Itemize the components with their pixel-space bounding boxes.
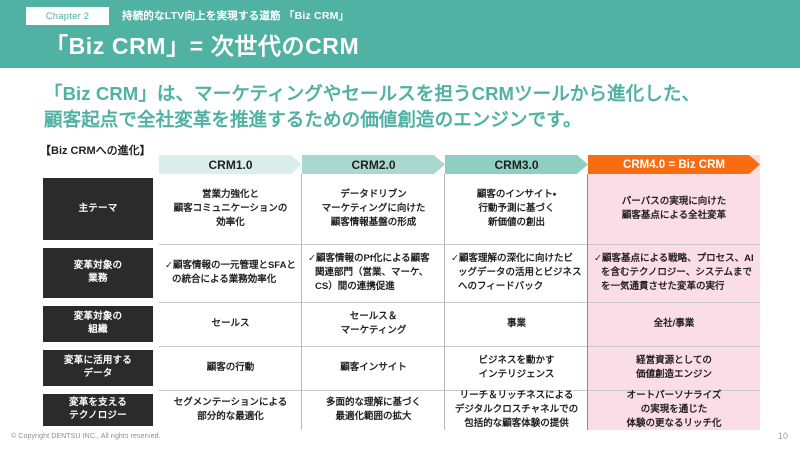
matrix-cell-text: セールス＆マーケティング <box>340 311 407 336</box>
column-header-crm1.0: CRM1.0 <box>159 155 302 174</box>
lead-line-2: 顧客起点で全社変革を推進するための価値創造のエンジンです。 <box>44 109 582 131</box>
column-divider <box>301 174 302 430</box>
chapter-chip: Chapter 2 <box>26 7 109 25</box>
matrix-cell: 多面的な理解に基づく最適化範囲の拡大 <box>302 390 445 430</box>
row-label: 変革に活用するデータ <box>43 350 153 386</box>
matrix-cell-text: ✓顧客情報の一元管理とSFAとの統合による業務効率化 <box>165 260 296 285</box>
matrix-cell: リーチ＆リッチネスによるデジタルクロスチャネルでの包括的な顧客体験の提供 <box>445 390 588 430</box>
page-title: 「Biz CRM」= 次世代のCRM <box>45 33 360 59</box>
row-label: 変革を支えるテクノロジー <box>43 394 153 426</box>
matrix-cell-text: 全社/事業 <box>653 318 695 330</box>
row-label-text: 主テーマ <box>78 202 118 214</box>
matrix-cell-text: オートパーソナライズの実現を通じた体験の更なるリッチ化 <box>626 390 722 429</box>
matrix-cell-text: ✓顧客基点による戦略、プロセス、AIを含むテクノロジー、システムまでを一気通貫さ… <box>594 253 754 292</box>
matrix-cell: 顧客インサイト <box>302 346 445 390</box>
matrix-cell-text: 事業 <box>506 318 526 330</box>
matrix-cell: 全社/事業 <box>588 302 760 346</box>
matrix-cell-text: 経営資源としての価値創造エンジン <box>635 355 712 380</box>
section-caption: 【Biz CRMへの進化】 <box>40 145 151 157</box>
matrix-cell-text: リーチ＆リッチネスによるデジタルクロスチャネルでの包括的な顧客体験の提供 <box>454 390 579 429</box>
matrix-cell-text: パーパスの実現に向けた顧客基点による全社変革 <box>621 196 727 221</box>
matrix-cell: データドリブンマーケティングに向けた顧客情報基盤の形成 <box>302 174 445 244</box>
matrix-cell: セールス＆マーケティング <box>302 302 445 346</box>
matrix-cell-text: ✓顧客理解の深化に向けたビッグデータの活用とビジネスへのフィードバック <box>451 253 582 292</box>
column-divider <box>444 174 445 430</box>
matrix-cell-text: セグメンテーションによる部分的な最適化 <box>173 397 288 422</box>
matrix-cell: 顧客のインサイト・行動予測に基づく新価値の創出 <box>445 174 588 244</box>
row-divider <box>159 346 760 347</box>
matrix-cell-text: 顧客インサイト <box>340 362 407 374</box>
matrix-cell-text: データドリブンマーケティングに向けた顧客情報基盤の形成 <box>321 189 426 228</box>
matrix-cell: 顧客の行動 <box>159 346 302 390</box>
row-divider <box>159 390 760 391</box>
column-header-crm3.0: CRM3.0 <box>445 155 588 174</box>
row-label-text: 変革対象の組織 <box>73 311 123 335</box>
header-band: Chapter 2 持続的なLTV向上を実現する道筋 「Biz CRM」 「Bi… <box>0 0 800 68</box>
matrix-cell: ✓顧客基点による戦略、プロセス、AIを含むテクノロジー、システムまでを一気通貫さ… <box>588 244 760 302</box>
lead-copy: 「Biz CRM」は、マーケティングやセールスを担うCRMツールから進化した、 … <box>44 81 774 134</box>
row-divider <box>159 244 760 245</box>
column-header-crm4.0-biz-crm: CRM4.0 = Biz CRM <box>588 155 760 174</box>
matrix-cell: 営業力強化と顧客コミュニケーションの効率化 <box>159 174 302 244</box>
copyright-text: © Copyright DENTSU INC., All rights rese… <box>11 433 161 440</box>
lead-line-1: 「Biz CRM」は、マーケティングやセールスを担うCRMツールから進化した、 <box>44 83 701 104</box>
matrix-cell: パーパスの実現に向けた顧客基点による全社変革 <box>588 174 760 244</box>
column-header-crm2.0: CRM2.0 <box>302 155 445 174</box>
matrix-cell-text: 営業力強化と顧客コミュニケーションの効率化 <box>173 189 288 228</box>
matrix-cell: ✓顧客情報の一元管理とSFAとの統合による業務効率化 <box>159 244 302 302</box>
column-divider <box>587 174 588 430</box>
matrix-cell: セールス <box>159 302 302 346</box>
matrix-cell: 事業 <box>445 302 588 346</box>
matrix-cell-text: 顧客の行動 <box>206 362 255 374</box>
matrix-cell-text: ビジネスを動かすインテリジェンス <box>478 355 555 380</box>
row-label: 主テーマ <box>43 178 153 240</box>
row-label: 変革対象の組織 <box>43 306 153 342</box>
matrix-cell-text: ✓顧客情報のPf化による顧客関連部門（営業、マーケ、CS）間の連携促進 <box>308 253 430 292</box>
matrix-cell-text: 顧客のインサイト・行動予測に基づく新価値の創出 <box>476 189 557 228</box>
matrix-cell: 経営資源としての価値創造エンジン <box>588 346 760 390</box>
row-label-text: 変革を支えるテクノロジー <box>69 397 127 421</box>
matrix-cell: ✓顧客情報のPf化による顧客関連部門（営業、マーケ、CS）間の連携促進 <box>302 244 445 302</box>
row-label: 変革対象の業務 <box>43 248 153 298</box>
matrix-cell: セグメンテーションによる部分的な最適化 <box>159 390 302 430</box>
row-divider <box>159 302 760 303</box>
matrix-cell: オートパーソナライズの実現を通じた体験の更なるリッチ化 <box>588 390 760 430</box>
matrix-cell-text: セールス <box>211 318 250 330</box>
row-label-text: 変革対象の業務 <box>73 260 123 284</box>
matrix-cell: ✓顧客理解の深化に向けたビッグデータの活用とビジネスへのフィードバック <box>445 244 588 302</box>
matrix-cell: ビジネスを動かすインテリジェンス <box>445 346 588 390</box>
matrix-body: 主テーマ 営業力強化と顧客コミュニケーションの効率化データドリブンマーケティングに… <box>43 174 760 430</box>
highlight-column-background <box>588 155 760 430</box>
chapter-subtitle: 持続的なLTV向上を実現する道筋 「Biz CRM」 <box>122 10 350 22</box>
matrix-cell-text: 多面的な理解に基づく最適化範囲の拡大 <box>325 397 421 422</box>
row-label-text: 変革に活用するデータ <box>64 355 132 379</box>
page-number: 10 <box>777 431 788 441</box>
